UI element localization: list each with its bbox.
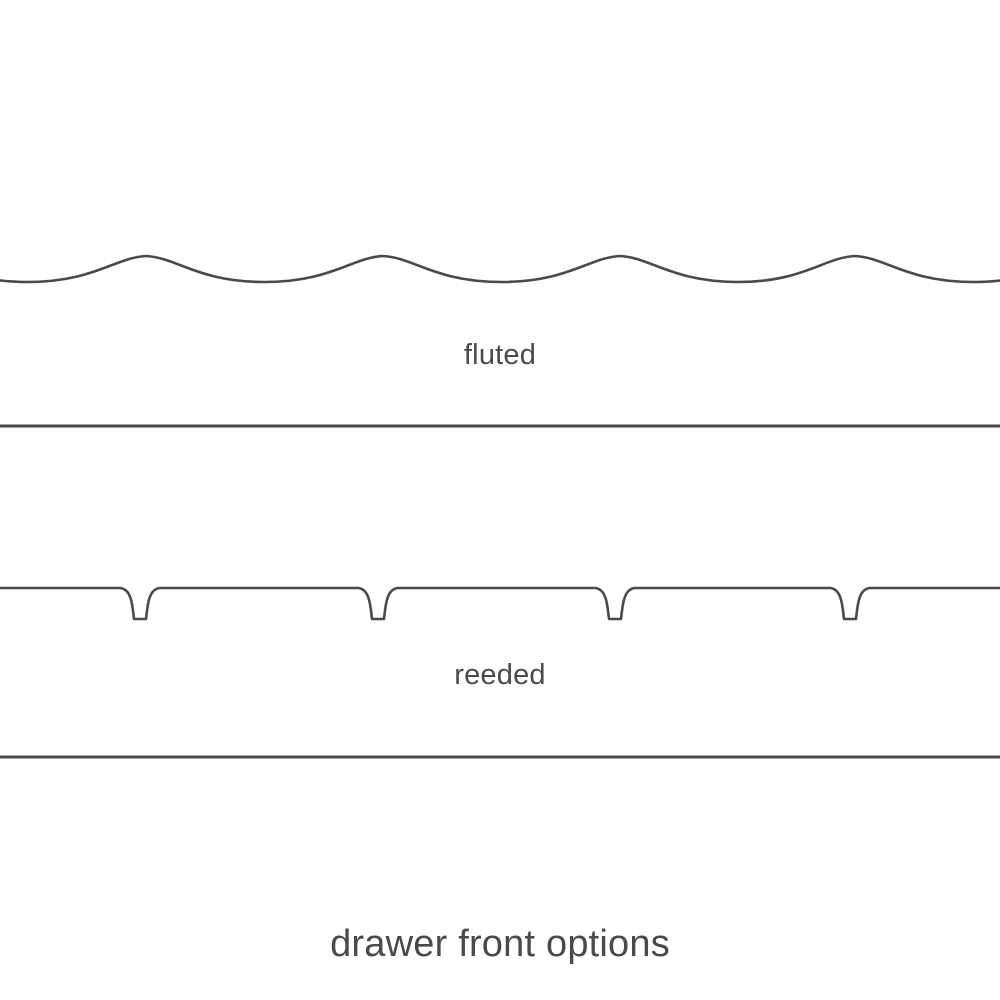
- reeded-groove-path: [0, 586, 1000, 621]
- profile-label-reeded: reeded: [454, 659, 546, 691]
- fluted-profile-group: [0, 254, 1000, 284]
- profile-label-fluted: fluted: [463, 339, 537, 371]
- fluted-wave-path: [0, 254, 1000, 284]
- reeded-profile-group: [0, 586, 1000, 621]
- diagram-caption: drawer front options: [330, 923, 670, 965]
